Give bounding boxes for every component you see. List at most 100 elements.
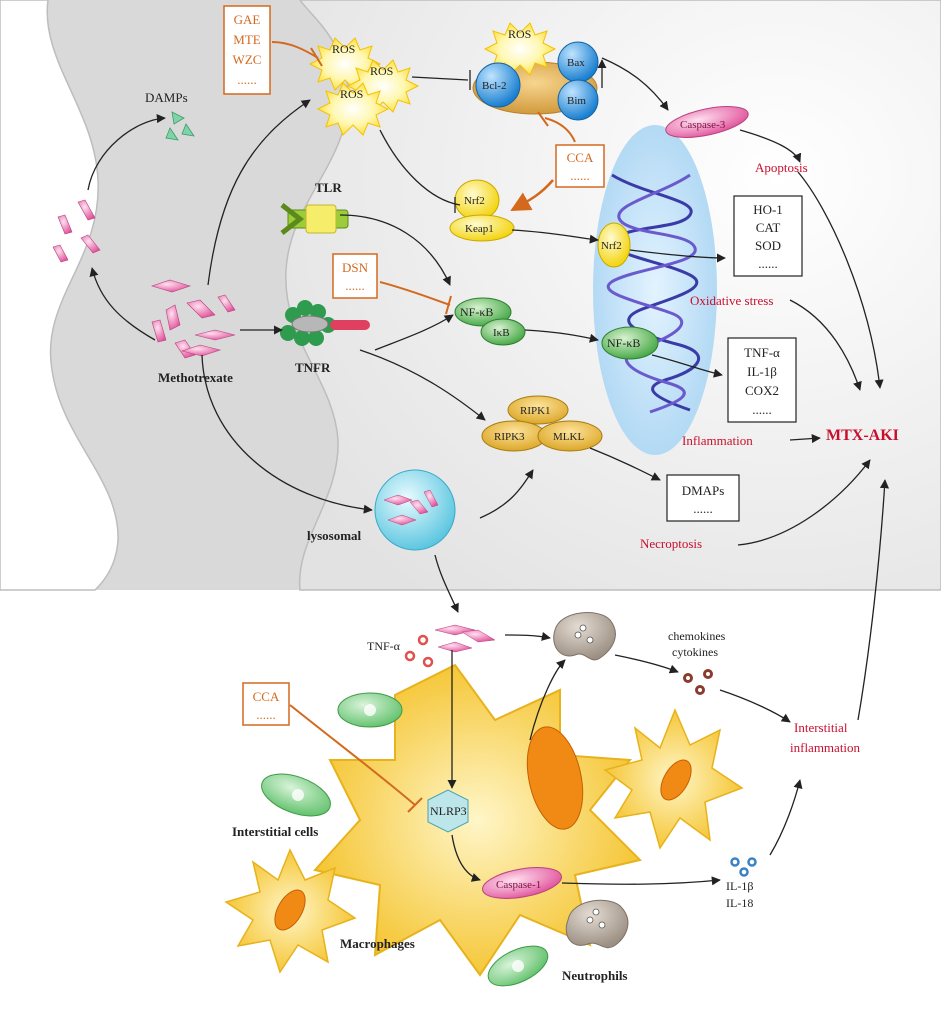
- tnf-alpha-label: TNF-α: [367, 639, 401, 653]
- apoptosis-label: Apoptosis: [755, 160, 808, 175]
- ikb-oval: [480, 318, 526, 346]
- nuclear-nfkb: [601, 326, 659, 360]
- dsn-line-2: ......: [345, 278, 365, 293]
- tlr-receptor-icon: [280, 203, 349, 235]
- caspase1-oval: [482, 867, 562, 899]
- nuclear-nrf2-label: Nrf2: [601, 240, 622, 252]
- nlrp3-hexagon: [427, 789, 469, 833]
- interstitial-label-2: inflammation: [790, 740, 861, 755]
- antioxidant-line-2: CAT: [756, 220, 781, 235]
- chemokines-label: chemokines: [668, 629, 726, 643]
- ripk1-oval: [507, 395, 569, 425]
- chemokine-dots: [683, 669, 713, 695]
- cca-top-line-1: CCA: [567, 150, 594, 165]
- cca-bottom-line-2: ......: [256, 707, 276, 722]
- boxes: [223, 5, 803, 726]
- cca-box-top: [555, 144, 605, 188]
- neutrophil-bottom: [565, 899, 629, 949]
- dsn-line-1: DSN: [342, 260, 369, 275]
- dsn-box: [332, 253, 378, 299]
- dmaps-line-2: ......: [693, 501, 713, 516]
- ikb-label: IκB: [493, 327, 510, 339]
- released-crystals: [434, 624, 496, 653]
- caspase3-label: Caspase-3: [680, 119, 726, 131]
- cytokine-line-4: ......: [752, 402, 772, 417]
- small-macrophage-nucleus: [660, 759, 692, 801]
- lysosome: [374, 469, 456, 551]
- tlr-label: TLR: [315, 180, 342, 195]
- inflammation-label: Inflammation: [682, 433, 753, 448]
- nuclear-nfkb-label: NF-κB: [607, 336, 640, 350]
- tnfr-label: TNFR: [295, 360, 331, 375]
- box-top-line-1: GAE: [234, 12, 261, 27]
- mito-ros-label: ROS: [508, 27, 531, 41]
- il1b-dots: [730, 857, 757, 877]
- il1b-label: IL-1β: [726, 879, 753, 893]
- antioxidant-line-1: HO-1: [753, 202, 783, 217]
- caspase1-label: Caspase-1: [496, 879, 541, 891]
- bim-ball: [557, 79, 599, 121]
- ros-cluster: [308, 37, 420, 136]
- nlrp3-label: NLRP3: [430, 804, 467, 818]
- cytokine-line-2: IL-1β: [747, 364, 777, 379]
- methotrexate-label: Methotrexate: [158, 370, 233, 385]
- interstitial-label-1: Interstitial: [794, 720, 848, 735]
- mlkl-oval: [537, 420, 603, 452]
- arrows: [87, 57, 890, 886]
- antioxidant-line-4: ......: [758, 256, 778, 271]
- ros-label-1: ROS: [332, 42, 355, 56]
- bcl2-ball: [475, 62, 521, 108]
- bim-label: Bim: [567, 95, 586, 107]
- damps-label: DAMPs: [145, 90, 188, 105]
- box-top-line-4: ......: [237, 72, 257, 87]
- interstitial-cells: [261, 692, 549, 987]
- antioxidant-line-3: SOD: [755, 238, 781, 253]
- small-macrophage-left-nucleus: [274, 889, 306, 931]
- tnfr-receptor-icon: [280, 300, 370, 346]
- box-text: GAE MTE WZC ...... CCA ...... DSN ......…: [233, 12, 783, 722]
- antioxidant-box: [733, 195, 803, 277]
- ros-label-3: ROS: [340, 87, 363, 101]
- nuclear-nrf2: [597, 222, 631, 268]
- bax-label: Bax: [567, 57, 585, 69]
- nrf2-label: Nrf2: [464, 195, 485, 207]
- oxidative-stress-label: Oxidative stress: [690, 293, 773, 308]
- mtx-aki-label: MTX-AKI: [826, 427, 899, 444]
- inhibition-lines: [411, 70, 471, 213]
- ripk1-label: RIPK1: [520, 405, 551, 417]
- box-top-line-2: MTE: [233, 32, 261, 47]
- ros-label-2: ROS: [370, 64, 393, 78]
- nfkb-label: NF-κB: [460, 305, 493, 319]
- cytokine-box: [727, 337, 797, 423]
- cytokine-line-1: TNF-α: [744, 345, 780, 360]
- mito-ros-burst: [483, 22, 557, 76]
- dna-helix-icon: [606, 173, 701, 414]
- cca-top-line-2: ......: [570, 168, 590, 183]
- lysosomal-label: lysosomal: [307, 528, 362, 543]
- inhibition-lines-orange: [271, 41, 576, 813]
- mlkl-label: MLKL: [553, 431, 584, 443]
- dmaps-line-1: DMAPs: [682, 483, 725, 498]
- interstitial-cells-label: Interstitial cells: [232, 824, 318, 839]
- neutrophils-label: Neutrophils: [562, 968, 628, 983]
- neutrophil-top: [553, 612, 616, 661]
- bcl2-label: Bcl-2: [482, 80, 506, 92]
- necroptosis-label: Necroptosis: [640, 536, 702, 551]
- keap1-oval: [449, 214, 515, 242]
- cytokines-label: cytokines: [672, 645, 718, 659]
- ripk3-label: RIPK3: [494, 431, 525, 443]
- cca-bottom-line-1: CCA: [253, 689, 280, 704]
- methotrexate-crystals: [52, 199, 236, 359]
- cca-box-bottom: [242, 682, 290, 726]
- cytokine-line-3: COX2: [745, 383, 779, 398]
- macrophage-nucleus: [526, 726, 584, 830]
- tnf-alpha-dots: [404, 634, 434, 668]
- lysosome-crystals: [383, 489, 439, 526]
- inhibitor-box-top: [223, 5, 271, 95]
- keap1-label: Keap1: [465, 223, 494, 235]
- caspase3-oval: [665, 106, 749, 138]
- macrophages-label: Macrophages: [340, 936, 415, 951]
- dmaps-box: [666, 474, 740, 522]
- damps-icon: [165, 111, 195, 141]
